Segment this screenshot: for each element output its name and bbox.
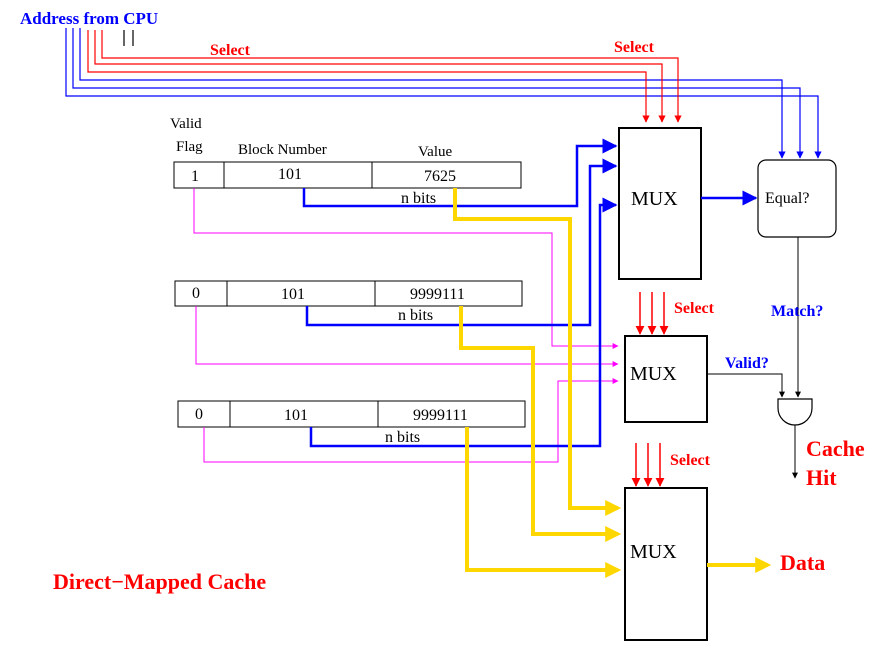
- header-block-number: Block Number: [238, 142, 327, 158]
- mux-data-select: [624, 487, 708, 641]
- row1-flag: 1: [191, 168, 199, 185]
- value-wires: [453, 188, 622, 578]
- header-valid: Valid: [170, 116, 202, 132]
- mux-block-select: [618, 127, 702, 280]
- row2-flag: 0: [192, 285, 200, 302]
- cache-hit-label-1: Cache: [806, 436, 865, 461]
- equal-comparator: [757, 159, 837, 238]
- mux2-select-arrows: [635, 292, 669, 335]
- cache-row-2: [174, 280, 523, 307]
- cache-row-1: [173, 161, 522, 189]
- mux1-label: MUX: [631, 188, 678, 210]
- select-label-mux3: Select: [670, 452, 711, 469]
- mux3-label: MUX: [630, 541, 677, 563]
- address-wires: [65, 28, 822, 159]
- equal-label: Equal?: [765, 190, 809, 207]
- header-value: Value: [418, 144, 452, 160]
- row3-value: 9999111: [413, 407, 468, 424]
- cache-hit-label-2: Hit: [806, 465, 837, 490]
- address-ticks: [123, 30, 134, 46]
- block-wires: [302, 138, 618, 448]
- and-gate: [777, 398, 813, 426]
- valid-label: Valid?: [725, 355, 769, 372]
- mux3-select-arrows: [631, 443, 665, 487]
- mux-valid-select: [624, 335, 708, 423]
- select-wires: [87, 30, 682, 123]
- select-label-left: Select: [210, 42, 251, 59]
- mux2-label: MUX: [630, 363, 677, 385]
- select-label-mux2: Select: [674, 300, 715, 317]
- data-label: Data: [780, 550, 825, 575]
- match-label: Match?: [771, 303, 823, 320]
- row3-block: 101: [284, 407, 308, 424]
- cache-row-3: [177, 400, 526, 428]
- diagram-title: Direct−Mapped Cache: [53, 569, 266, 594]
- row1-nbits: n bits: [401, 190, 436, 207]
- row3-flag: 0: [195, 406, 203, 423]
- address-label: Address from CPU: [20, 9, 158, 28]
- valid-wire: [707, 373, 785, 398]
- row2-nbits: n bits: [398, 307, 433, 324]
- row2-value: 9999111: [410, 286, 465, 303]
- valid-wires: [193, 188, 619, 463]
- header-flag: Flag: [176, 139, 203, 155]
- row2-block: 101: [281, 286, 305, 303]
- select-label-right: Select: [614, 39, 655, 56]
- row1-block: 101: [278, 166, 302, 183]
- row3-nbits: n bits: [385, 429, 420, 446]
- row1-value: 7625: [424, 168, 456, 185]
